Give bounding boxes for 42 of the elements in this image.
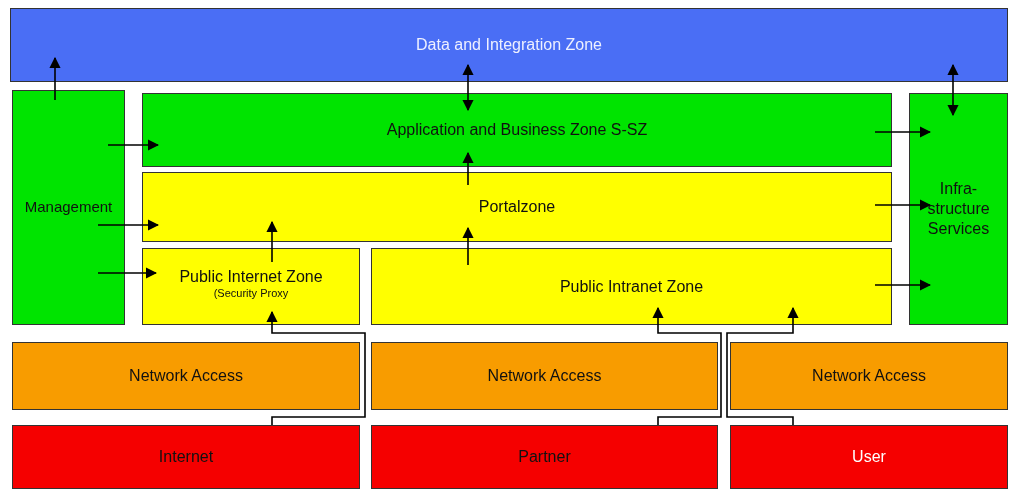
zone-box [142,248,360,325]
zone-label: Infra- structure Services [926,179,991,239]
arrow [874,199,932,211]
arrow [462,63,474,112]
arrow [97,267,158,279]
zone-label: Public Intranet Zone [559,276,704,297]
zone-label: Management [24,198,113,217]
arrow [97,219,160,231]
zone-label: Network Access [129,366,243,386]
zone-label: Application and Business Zone S-SZ [386,120,648,140]
source-box [371,425,718,489]
zone-label: Portalzone [478,197,556,217]
arrow [874,279,932,291]
zone-label: Public Internet Zone [179,266,323,287]
zone-box [142,172,892,242]
zone-label: Network Access [487,366,602,386]
arrow [462,226,474,266]
zone-box [142,93,892,167]
zone-label: Internet [158,447,214,467]
zone-sublabel: (Security Proxy [213,286,289,301]
access-box [730,342,1008,410]
arrow [266,220,278,263]
arrow [652,306,722,426]
zone-box [371,248,892,325]
access-box [371,342,718,410]
arrow [462,151,474,186]
zone-band [10,8,1008,82]
zone-box [12,90,125,325]
arrow [49,56,61,101]
source-box [12,425,360,489]
zone-label: Network Access [812,366,926,386]
arrow [947,63,959,117]
arrow [874,126,932,138]
arrow [107,139,160,151]
zone-label: User [852,447,886,467]
source-box [730,425,1008,489]
zone-label: Data and Integration Zone [416,35,602,55]
arrow [266,310,366,426]
access-box [12,342,360,410]
zone-box [909,93,1008,325]
zone-label: Partner [518,447,571,467]
arrow [726,306,799,426]
